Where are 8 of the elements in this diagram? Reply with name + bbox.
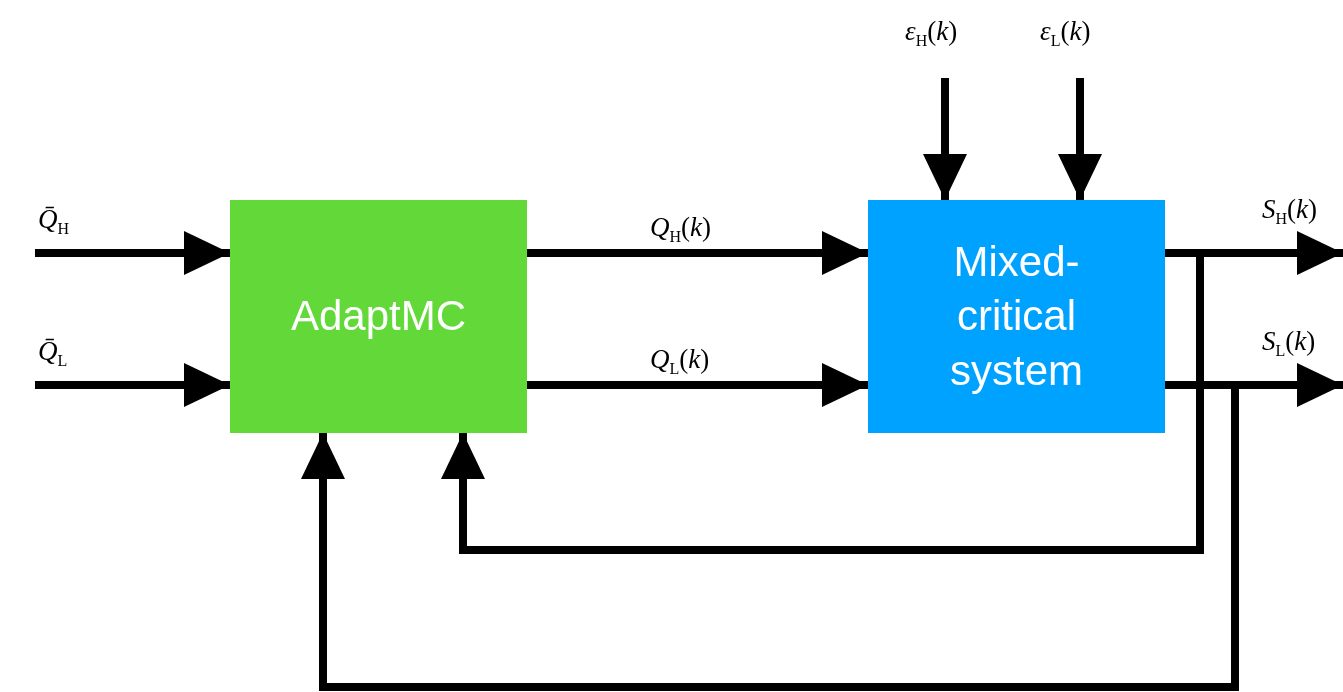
controller-box: [230, 200, 527, 433]
arrow: [527, 231, 868, 275]
arrow: [441, 249, 1204, 554]
arrow: [527, 363, 868, 407]
node-label: Mixed-critical system: [949, 236, 1084, 396]
arrow: [301, 381, 1239, 691]
node-label: AdaptMC: [290, 291, 467, 342]
system-box: [868, 200, 1165, 433]
